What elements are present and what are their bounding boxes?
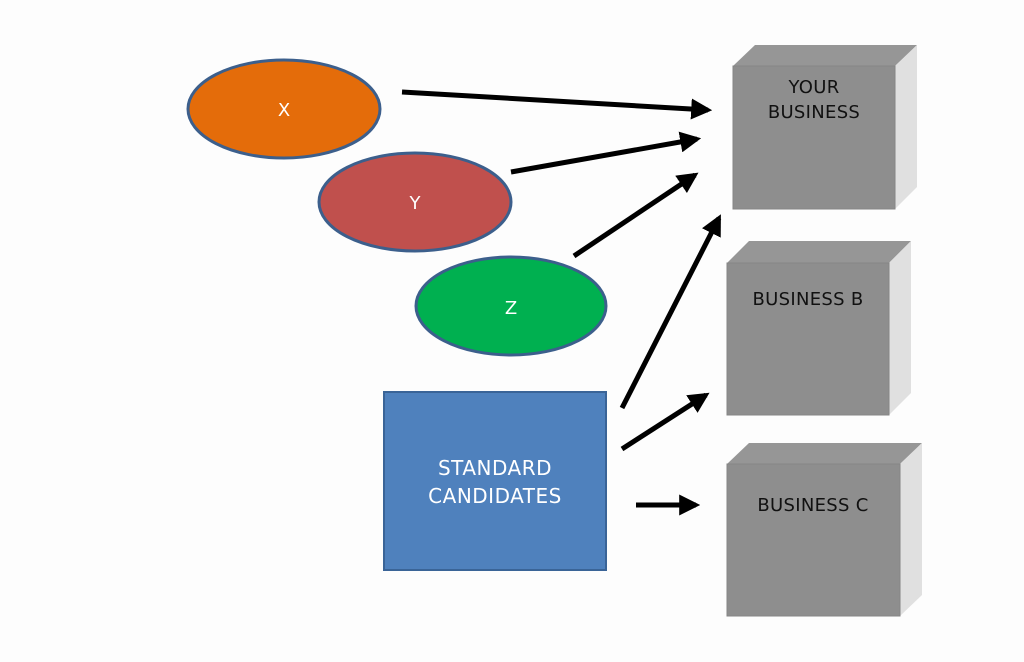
- arrow-standard-to-your-business: [619, 214, 722, 410]
- business-c-label: BUSINESS C: [757, 495, 868, 516]
- oval-z-shape: [414, 255, 608, 357]
- cube-business-b: BUSINESS B: [726, 241, 911, 416]
- connector-arrows: [401, 89, 722, 516]
- cube-business-c: BUSINESS C: [726, 443, 922, 617]
- cube-side-face: [889, 241, 911, 415]
- oval-y: Y: [317, 151, 513, 253]
- standard-candidates-line-2: CANDIDATES: [428, 484, 562, 508]
- cube-front-face: [726, 463, 901, 617]
- oval-z-label: Z: [505, 298, 517, 319]
- business-b-label: BUSINESS B: [752, 289, 863, 310]
- oval-x-label: X: [278, 100, 290, 121]
- cube-front-face: [726, 262, 890, 416]
- standard-candidates-line-1: STANDARD: [438, 456, 552, 480]
- cube-top-face: [727, 443, 922, 464]
- arrow-x-to-your-business: [401, 89, 713, 120]
- oval-z: Z: [414, 255, 608, 357]
- standard-candidates-box: STANDARD CANDIDATES: [383, 391, 607, 571]
- cube-your-business: YOUR BUSINESS: [732, 45, 917, 210]
- cube-side-face: [895, 45, 917, 209]
- cube-top-face: [727, 241, 911, 263]
- your-business-line-1: YOUR: [787, 77, 839, 98]
- cube-top-face: [733, 45, 917, 66]
- arrow-z-to-your-business: [572, 172, 699, 259]
- oval-x: X: [186, 58, 382, 160]
- standard-candidates-shape: [383, 391, 607, 571]
- your-business-line-2: BUSINESS: [768, 102, 860, 123]
- oval-y-shape: [317, 151, 513, 253]
- arrow-standard-to-business-b: [620, 392, 710, 452]
- oval-y-label: Y: [409, 193, 422, 214]
- arrow-y-to-your-business: [510, 131, 702, 175]
- cube-front-face: [732, 65, 896, 210]
- cube-side-face: [900, 443, 922, 616]
- oval-x-shape: [186, 58, 382, 160]
